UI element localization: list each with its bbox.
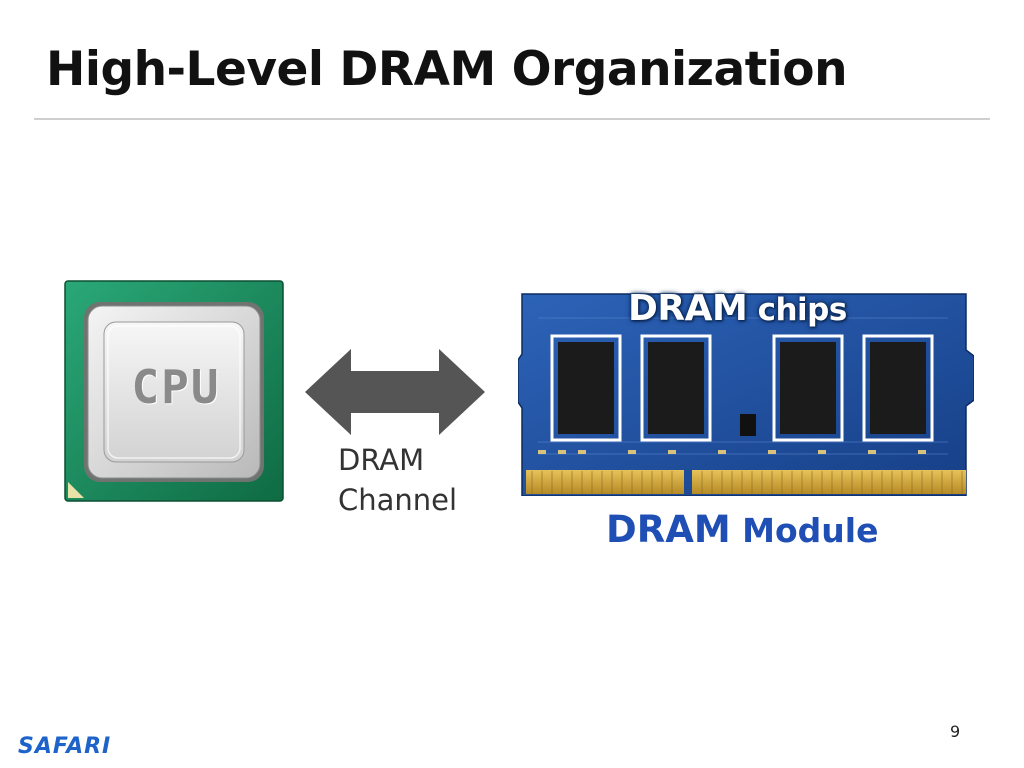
dram-module-label-word1: DRAM	[606, 508, 731, 551]
safari-logo: SAFARI	[18, 734, 112, 759]
slide-title: High-Level DRAM Organization	[46, 42, 848, 97]
cpu-chip-icon	[64, 280, 284, 502]
dram-chip-4	[862, 334, 934, 442]
dram-module-label: DRAM Module	[606, 508, 878, 551]
channel-label-line1: DRAM	[338, 443, 425, 477]
cpu-label: CPU	[131, 360, 221, 414]
dram-chip-3	[772, 334, 844, 442]
dram-module-icon	[518, 293, 974, 496]
dram-chip-2	[640, 334, 712, 442]
channel-label: DRAM Channel	[338, 440, 488, 520]
dram-chips-label-word1: DRAM	[628, 288, 748, 329]
dram-chips-label-word2: chips	[747, 292, 848, 328]
page-number: 9	[950, 722, 961, 741]
title-divider	[34, 118, 990, 120]
channel-label-line2: Channel	[338, 483, 458, 517]
dram-module-label-word2: Module	[730, 511, 879, 550]
dram-chips-label: DRAM chips	[628, 288, 847, 329]
double-arrow-icon	[305, 349, 485, 435]
dram-chip-1	[550, 334, 622, 442]
